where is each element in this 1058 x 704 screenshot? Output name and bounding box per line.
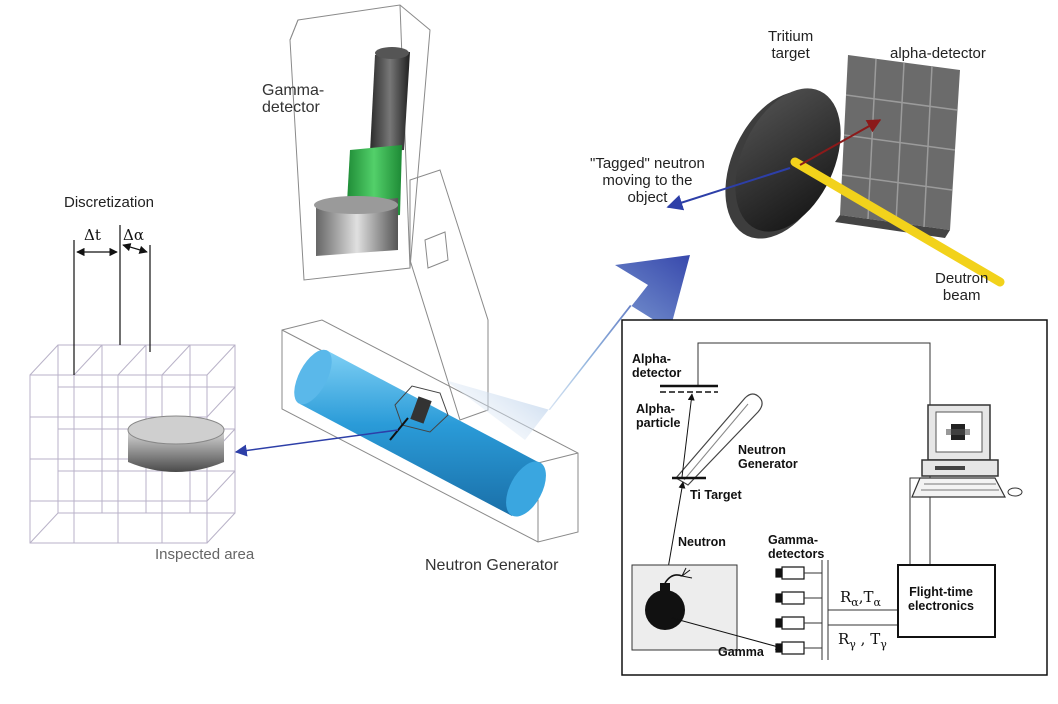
schematic-ti-target-label: Ti Target <box>690 488 742 502</box>
r-alpha-symbol: R <box>840 588 852 606</box>
schematic-alpha-particle-label: Alpha- particle <box>636 402 681 430</box>
tagged-neutron-arrow <box>666 167 791 211</box>
schematic-neutron-label: Neutron <box>678 535 726 549</box>
r-gamma-subscript: γ <box>849 638 856 651</box>
tagged-neutron-label: "Tagged" neutron moving to the object <box>590 155 705 206</box>
r-alpha-t-alpha-label: Rα,Tα <box>840 588 881 609</box>
deutron-beam <box>790 157 1005 287</box>
inspected-object <box>127 415 225 472</box>
computer-icon <box>911 404 1023 498</box>
flight-time-electronics-label: Flight-time electronics <box>908 585 975 613</box>
schematic-alpha-detector-label: Alpha- detector <box>632 352 682 380</box>
tritium-target-label: Tritium target <box>768 28 814 62</box>
schematic-neutron-generator-label: Neutron Generator <box>738 443 798 471</box>
neutron-path-arrow <box>234 429 399 457</box>
big-arrow <box>445 255 690 440</box>
deutron-beam-label: Deutron beam <box>935 270 989 304</box>
alpha-detector-panel <box>835 55 960 238</box>
tritium-target-disk <box>725 88 841 239</box>
r-gamma-symbol: R <box>838 630 850 648</box>
gamma-detector-label: Gamma- detector <box>262 82 325 116</box>
alpha-arrow <box>799 119 882 166</box>
r-gamma-t-gamma-label: Rγ , Tγ <box>838 630 887 651</box>
neutron-generator-cylinder <box>294 349 546 517</box>
alpha-detector-label: alpha-detector <box>890 45 986 62</box>
t-gamma-subscript: γ <box>880 638 887 651</box>
discretization-dimensions <box>73 225 151 375</box>
gamma-detector-device <box>314 47 410 256</box>
schematic-panel <box>621 319 1048 676</box>
neutron-generator-label: Neutron Generator <box>425 557 559 574</box>
inspected-area-label: Inspected area <box>155 546 255 563</box>
t-alpha-symbol: T <box>863 588 874 606</box>
t-gamma-symbol: T <box>870 630 881 648</box>
schematic-gamma-label: Gamma <box>718 645 764 659</box>
discretization-label: Discretization <box>64 194 155 211</box>
delta-alpha-label: Δα <box>123 226 144 244</box>
schematic-gamma-detectors-label: Gamma- detectors <box>768 533 825 561</box>
delta-t-label: Δt <box>84 226 101 244</box>
r-alpha-subscript: α <box>851 596 859 609</box>
t-alpha-subscript: α <box>873 596 881 609</box>
